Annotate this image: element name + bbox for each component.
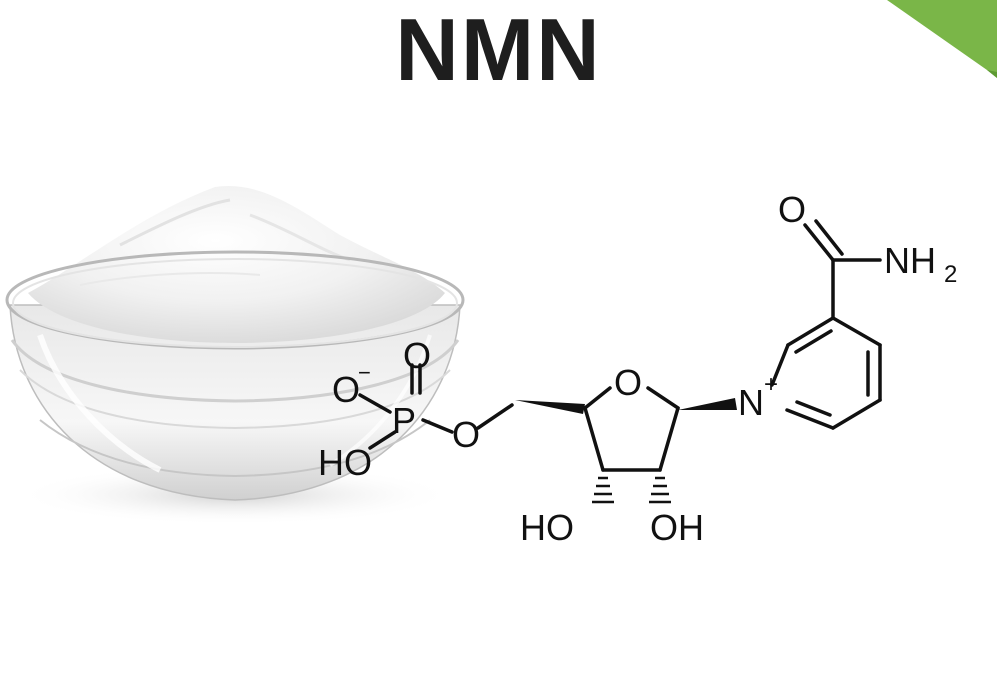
atom-o-amide: O [778, 189, 806, 230]
charge-plus: + [764, 371, 778, 398]
wedge-bond-c1 [678, 398, 737, 410]
atom-ho-phosphate: HO [318, 442, 372, 483]
atom-o-ester: O [452, 414, 480, 455]
charge-minus: − [358, 360, 371, 385]
hash-bond-c2 [649, 476, 671, 504]
atom-o-minus: O [332, 369, 360, 410]
atom-n-plus: N [738, 382, 764, 423]
atom-o-ring: O [614, 362, 642, 403]
atom-ho-c3: HO [520, 507, 574, 548]
atom-oh-c2: OH [650, 507, 704, 548]
green-corner-ribbon [887, 0, 997, 78]
atom-o-double: O [403, 335, 431, 376]
atom-p: P [392, 400, 416, 441]
hash-bond-c3 [592, 476, 614, 504]
atom-nh2-subscript: 2 [944, 261, 957, 288]
powder-bowl-image [5, 185, 465, 525]
wedge-bond-c5 [515, 400, 585, 414]
atom-nh2: NH [884, 240, 936, 281]
page-title: NMN [395, 0, 602, 99]
